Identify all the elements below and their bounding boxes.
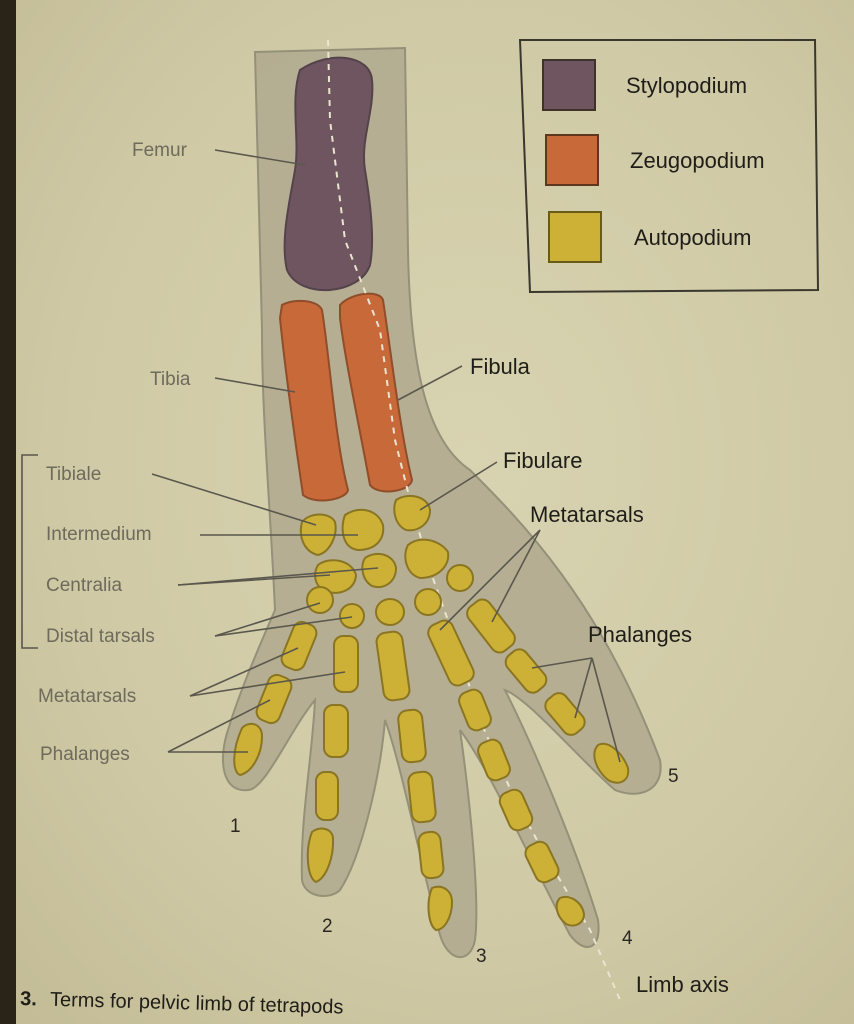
legend-swatch-autopodium (549, 212, 601, 262)
phalanx-bone (324, 705, 348, 757)
legend-label-autopodium: Autopodium (634, 225, 751, 250)
distal-tarsal-bone (340, 604, 364, 628)
distal-tarsal-bone (415, 589, 441, 615)
label-metatarsals-right: Metatarsals (530, 502, 644, 527)
phalanx-bone (316, 772, 338, 820)
metatarsal-bone (334, 636, 358, 692)
digit-number: 5 (668, 766, 679, 787)
digit-number: 2 (322, 916, 333, 937)
caption: 3. Terms for pelvic limb of tetrapods (20, 988, 344, 1018)
label-centralia: Centralia (46, 575, 122, 596)
fibulare-bone (394, 496, 430, 530)
digit-number: 1 (230, 816, 241, 837)
digit-number: 4 (622, 928, 633, 949)
legend-label-stylopodium: Stylopodium (626, 73, 747, 98)
label-distal-tarsals: Distal tarsals (46, 626, 155, 647)
label-femur: Femur (132, 140, 188, 161)
label-intermedium: Intermedium (46, 524, 152, 545)
caption-text: Terms for pelvic limb of tetrapods (50, 989, 344, 1019)
label-phalanges-right: Phalanges (588, 622, 692, 647)
distal-tarsal-bone (307, 587, 333, 613)
distal-tarsal-bone (447, 565, 473, 591)
phalanx-bone (418, 831, 445, 879)
centrale-bone (362, 554, 396, 587)
label-limb-axis: Limb axis (636, 972, 729, 997)
phalanx-bone (397, 709, 426, 763)
legend-label-zeugopodium: Zeugopodium (630, 148, 765, 173)
caption-prefix: 3. (20, 988, 37, 1010)
phalanx-bone (407, 771, 436, 823)
digit-number: 3 (476, 946, 487, 967)
label-fibula: Fibula (470, 354, 531, 379)
label-metatarsals-left: Metatarsals (38, 686, 136, 707)
label-fibulare: Fibulare (503, 448, 582, 473)
legend-swatch-zeugopodium (546, 135, 598, 185)
intermedium-bone (343, 510, 384, 550)
legend: Stylopodium Zeugopodium Autopodium (520, 40, 818, 292)
legend-swatch-stylopodium (543, 60, 595, 110)
label-tibiale: Tibiale (46, 464, 101, 485)
distal-tarsal-bone (376, 599, 404, 625)
label-tibia: Tibia (150, 369, 191, 390)
label-phalanges-left: Phalanges (40, 744, 130, 765)
